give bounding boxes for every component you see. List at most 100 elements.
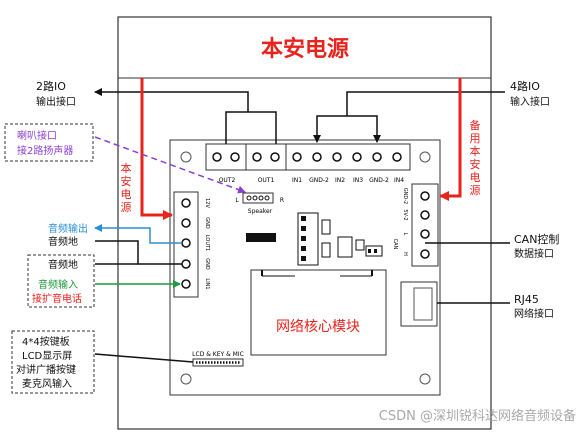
mount-hole-br bbox=[419, 373, 431, 385]
pcb-label-lin: LIN1 bbox=[204, 278, 210, 289]
component bbox=[301, 226, 306, 231]
pcb-label-can-h: H bbox=[402, 252, 408, 256]
speaker-pin bbox=[264, 195, 270, 201]
terminal-pin bbox=[181, 279, 191, 289]
pcb-label-in1: IN1 bbox=[292, 177, 302, 184]
label-backup-power-char: 用 bbox=[470, 132, 481, 145]
wire-audio-gnd1 bbox=[95, 240, 182, 265]
mount-hole-tr bbox=[419, 151, 431, 163]
speaker-pin bbox=[258, 195, 264, 201]
speaker-connector bbox=[242, 192, 274, 204]
arrow-speaker bbox=[94, 136, 246, 194]
arrow-out-io bbox=[94, 88, 249, 112]
terminal-pin bbox=[420, 249, 430, 259]
terminal-pin bbox=[181, 238, 191, 248]
terminal-pin bbox=[181, 198, 191, 208]
label-main-power-char: 安 bbox=[121, 174, 132, 188]
speaker-pin bbox=[246, 195, 252, 201]
label-audio-gnd1: 音频地 bbox=[48, 235, 78, 248]
speaker-note-box bbox=[4, 123, 94, 162]
label-main-power: 本 安 电 源 bbox=[121, 161, 132, 214]
pcb-label-lout: LOUT1 bbox=[204, 235, 210, 251]
pcb-label-gnd-a: GND bbox=[204, 217, 210, 229]
component bbox=[368, 249, 371, 253]
label-backup-power-char: 备 bbox=[470, 118, 481, 132]
terminal-pin bbox=[420, 210, 430, 220]
label-in4-line1: 4路IO bbox=[510, 80, 540, 93]
terminal-inputs bbox=[285, 143, 411, 171]
terminal-pin bbox=[212, 152, 222, 162]
pcb-label-12v: 12V bbox=[204, 198, 210, 208]
component bbox=[321, 242, 331, 258]
label-main-power-char: 本 bbox=[121, 161, 132, 175]
pcb-label-5v2: 5V-2 bbox=[402, 209, 408, 220]
label-rj45-line1: RJ45 bbox=[514, 293, 539, 306]
pcb-label-in2: IN2 bbox=[335, 177, 345, 184]
label-speaker-line2: 接2路扬声器 bbox=[17, 144, 73, 157]
label-out2-line1: 2路IO bbox=[36, 80, 66, 93]
label-main-power-char: 源 bbox=[121, 200, 132, 214]
component bbox=[321, 219, 331, 235]
component bbox=[301, 216, 306, 221]
label-phone: 接扩音电话 bbox=[32, 292, 82, 305]
mount-hole-tl bbox=[180, 151, 192, 163]
label-can-line2: 数据接口 bbox=[514, 247, 554, 260]
terminal-pin bbox=[372, 152, 382, 162]
terminal-pin bbox=[252, 152, 262, 162]
pcb-label-speaker: Speaker bbox=[248, 208, 273, 215]
pcb-label-spk-r: R bbox=[280, 197, 284, 204]
mount-hole-bl bbox=[180, 373, 192, 385]
rj45-inner bbox=[413, 287, 433, 321]
label-speaker-line1: 喇叭接口 bbox=[17, 129, 57, 142]
label-rj45-line2: 网络接口 bbox=[514, 307, 554, 320]
pcb-label-in4: IN4 bbox=[394, 177, 404, 184]
pcb-label-gnd2-r: GND-2 bbox=[402, 188, 408, 204]
component bbox=[301, 246, 306, 251]
label-audio-gnd2: 音频地 bbox=[48, 258, 78, 271]
terminal-pin bbox=[230, 152, 240, 162]
pcb-label-spk-l: L bbox=[235, 197, 239, 204]
label-main-power-char: 电 bbox=[121, 188, 132, 201]
wire-lcd bbox=[94, 353, 194, 363]
label-backup-power-char: 源 bbox=[470, 183, 481, 197]
label-audio-out: 音频输出 bbox=[48, 222, 88, 235]
component bbox=[301, 236, 306, 241]
wire-in-io bbox=[346, 91, 505, 116]
terminal-out1 bbox=[245, 143, 287, 171]
arrow-audio-out bbox=[94, 224, 182, 244]
label-audio-in: 音频输入 bbox=[38, 278, 78, 291]
label-can-line1: CAN控制 bbox=[514, 232, 559, 246]
label-backup-power-char: 电 bbox=[470, 171, 481, 184]
terminal-pin bbox=[270, 152, 280, 162]
ic-chip bbox=[246, 233, 276, 242]
phone-note-box bbox=[27, 254, 95, 308]
label-in4-line2: 输入接口 bbox=[510, 95, 550, 108]
label-backup-power-char: 安 bbox=[470, 157, 481, 171]
pcb-label-can-l: L bbox=[402, 233, 408, 236]
component bbox=[355, 239, 365, 251]
speaker-pin bbox=[252, 195, 258, 201]
label-kb-line3: 对讲广播按键 bbox=[16, 363, 76, 376]
label-backup-power-char: 本 bbox=[470, 144, 481, 158]
pcb-label-lcd: LCD & KEY & MIC bbox=[192, 351, 244, 358]
module-label: 网络核心模块 bbox=[276, 319, 360, 335]
terminal-out2 bbox=[205, 143, 247, 171]
pcb-label-gnd-b: GND bbox=[204, 258, 210, 270]
arrow-main-power bbox=[140, 78, 173, 220]
label-kb-line1: 4*4按键板 bbox=[22, 335, 70, 348]
pcb-label-in3: IN3 bbox=[353, 177, 363, 184]
terminal-pin bbox=[312, 152, 322, 162]
arrow-backup-power bbox=[439, 78, 462, 201]
keyboard-note-box bbox=[11, 330, 95, 394]
label-backup-power: 备 用 本 安 电 源 bbox=[470, 118, 481, 197]
network-core-module bbox=[250, 269, 387, 356]
component bbox=[301, 256, 306, 261]
terminal-pin bbox=[420, 229, 430, 239]
pcb-label-can: CAN bbox=[392, 239, 398, 250]
terminal-pin bbox=[292, 152, 302, 162]
label-kb-line2: LCD显示屏 bbox=[22, 350, 72, 362]
component bbox=[374, 249, 377, 253]
arrow-in-io-right bbox=[347, 115, 381, 143]
terminal-pin bbox=[392, 152, 402, 162]
